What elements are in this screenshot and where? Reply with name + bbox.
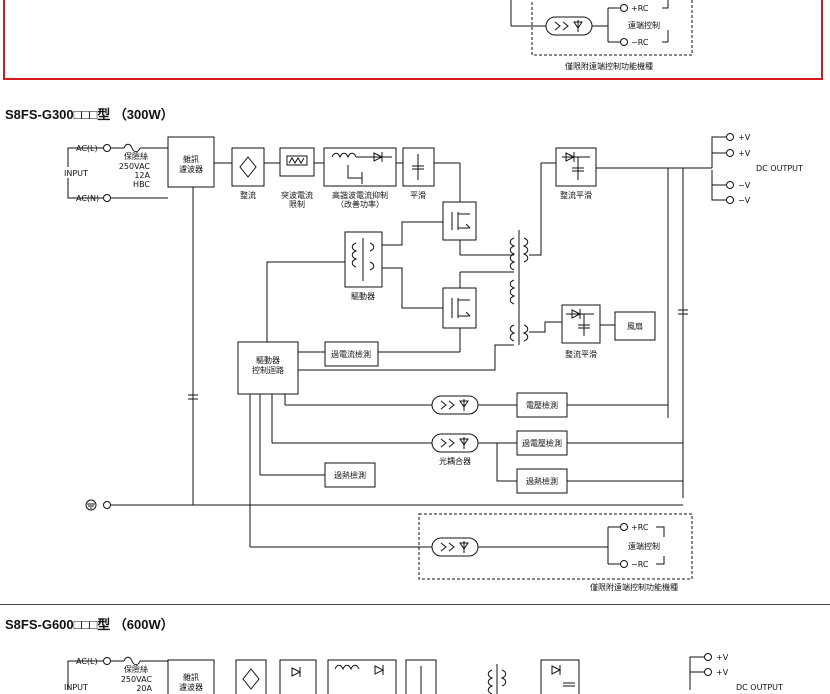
driver-transformer-box xyxy=(344,231,383,288)
inrush-label-2: 限制 xyxy=(289,199,305,209)
photocoupler-1-icon xyxy=(431,395,479,415)
rc-plus-label: +RC xyxy=(631,523,649,532)
fuse-rating-1: 250VAC xyxy=(119,162,151,171)
out-minus-1: −V xyxy=(738,181,751,190)
noise-filter-600-label-2: 濾波器 xyxy=(179,682,203,692)
photocoupler-2-icon xyxy=(431,433,479,453)
out-minus-2: −V xyxy=(738,196,751,205)
pfc-label-2: （改善功率） xyxy=(336,199,384,209)
dc-output-label: DC OUTPUT xyxy=(756,164,803,173)
fan-label: 風扇 xyxy=(627,321,643,331)
driver-label: 驅動器 xyxy=(351,292,375,301)
noise-filter-label-2: 濾波器 xyxy=(179,164,203,174)
top-section-frame xyxy=(3,0,823,80)
overvoltage-label: 過電壓檢測 xyxy=(522,438,562,448)
fuse-rating-3: HBC xyxy=(133,180,150,189)
noise-filter-600-label-1: 雜訊 xyxy=(183,672,199,682)
overheat-1-label: 過熱檢測 xyxy=(334,470,366,480)
switch-bottom-box xyxy=(442,287,477,329)
top-rc-minus: −RC xyxy=(631,38,649,47)
top-remote-control-block xyxy=(510,0,693,56)
out-plus-2: +V xyxy=(738,149,751,158)
pfc-label-1: 高諧波電流抑制 xyxy=(332,190,388,200)
photocoupler-label: 光耦合器 xyxy=(439,456,471,466)
input-label-600: INPUT xyxy=(64,683,88,692)
rect-smooth-fan-label: 整流平滑 xyxy=(565,349,597,359)
pfc-box xyxy=(323,147,397,187)
dc-output-label-600: DC OUTPUT xyxy=(736,683,783,692)
driver-ctrl-label-2: 控制迴路 xyxy=(252,365,284,375)
rectifier-box xyxy=(231,147,265,187)
rc-minus-label: −RC xyxy=(631,560,649,569)
input-ac-l-label-600: AC(L) xyxy=(76,657,98,666)
overcurrent-box xyxy=(324,341,379,367)
fan-rectifier-box xyxy=(561,304,601,344)
section-title-600w: S8FS-G600□□□型 （600W） xyxy=(5,617,174,632)
input-ac-n-label: AC(N) xyxy=(76,194,99,203)
fuse-label: 保險絲 xyxy=(124,151,148,161)
noise-filter-box xyxy=(167,136,215,188)
input-ac-l xyxy=(67,143,168,202)
section-divider xyxy=(0,604,830,605)
overheat-2-label: 過熱檢測 xyxy=(526,476,558,486)
fuse-rating-2: 12A xyxy=(134,171,150,180)
noise-filter-label-1: 雜訊 xyxy=(183,154,199,164)
rectifier-label: 整流 xyxy=(240,190,256,200)
rect-smooth-out-label: 整流平滑 xyxy=(560,190,592,200)
out-plus-1: +V xyxy=(738,133,751,142)
remote-note: 僅限附遠端控制功能機種 xyxy=(590,582,678,592)
photocoupler-3-icon xyxy=(431,537,479,557)
top-rc-plus: +RC xyxy=(631,4,649,13)
input-label: INPUT xyxy=(64,169,88,178)
fan-box xyxy=(614,311,656,341)
output-rectifier-box xyxy=(555,147,597,187)
ground-icon xyxy=(85,499,97,511)
driver-control-box xyxy=(237,341,299,395)
fuse-rating-600-1: 250VAC xyxy=(121,675,153,684)
top-photocoupler-icon xyxy=(545,16,593,36)
out-plus-600-1: +V xyxy=(716,653,729,662)
fuse-rating-600-2: 20A xyxy=(136,684,152,693)
input-ac-l-label: AC(L) xyxy=(76,144,98,153)
fuse-label-600: 保險絲 xyxy=(124,664,148,674)
inrush-limit-box xyxy=(279,147,315,177)
smoothing-label: 平滑 xyxy=(410,190,426,200)
overcurrent-label: 過電流檢測 xyxy=(331,349,371,359)
inrush-label-1: 突波電流 xyxy=(281,190,313,200)
out-plus-600-2: +V xyxy=(716,668,729,677)
top-note: 僅限附遠端控制功能機種 xyxy=(565,61,653,71)
remote-control-frame xyxy=(418,513,693,580)
smoothing-box xyxy=(402,147,435,187)
driver-ctrl-label-1: 驅動器 xyxy=(256,356,280,365)
overheat-1-box xyxy=(324,462,376,488)
voltage-detect-label: 電壓檢測 xyxy=(526,400,558,410)
top-remote-control: 遠端控制 xyxy=(628,20,660,30)
section-title-300w: S8FS-G300□□□型 （300W） xyxy=(5,107,174,122)
switch-top-box xyxy=(442,201,477,241)
noise-filter-box-600 xyxy=(167,659,215,694)
remote-control-label: 遠端控制 xyxy=(628,541,660,551)
